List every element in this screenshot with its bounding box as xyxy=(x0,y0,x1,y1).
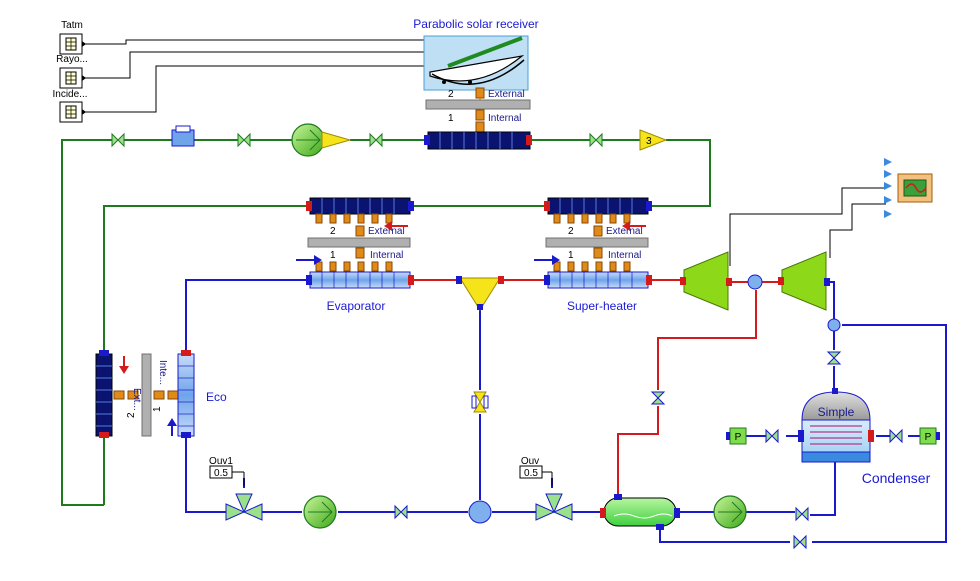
solar-loop-pipes xyxy=(61,139,711,506)
condenser-simple-label: Simple xyxy=(818,405,855,419)
superheater-hot-side[interactable] xyxy=(544,197,652,215)
solar-loss-valve-4[interactable] xyxy=(589,132,603,148)
deaerator-drum[interactable] xyxy=(600,494,680,530)
input-tatm-label: Tatm xyxy=(61,20,83,31)
solar-loss-valve-3[interactable] xyxy=(369,132,383,148)
cooling-source-left[interactable]: P xyxy=(726,427,747,445)
solar-heat-wall: 2 External 1 Internal xyxy=(425,87,531,133)
sh-port-external: External xyxy=(606,226,643,237)
eco-hot-side[interactable] xyxy=(95,350,113,438)
evaporator-cold-side[interactable]: Evaporator xyxy=(306,271,414,313)
feed-pump-2[interactable] xyxy=(713,495,747,529)
evap-port-2: 2 xyxy=(330,226,336,237)
water-pipes xyxy=(185,279,947,543)
eco-port-int: Inte... xyxy=(157,360,168,385)
lp-exhaust-valve[interactable] xyxy=(826,351,842,365)
input-incide[interactable]: Incide... xyxy=(52,89,88,123)
superheater-wall: 2 External 1 Internal xyxy=(534,213,649,272)
ouv1-label: Ouv1 xyxy=(209,456,233,467)
ouv-value: 0.5 xyxy=(524,468,538,479)
control-ouv[interactable]: Ouv 0.5 xyxy=(519,456,553,486)
solar-expansion-tank[interactable] xyxy=(171,125,195,147)
sh-port-1: 1 xyxy=(568,250,574,261)
condensate-valve[interactable] xyxy=(795,506,809,522)
feed-mixer-node[interactable] xyxy=(468,500,492,524)
steam-pipes xyxy=(410,279,782,498)
solar-loss-valve-1[interactable] xyxy=(111,132,125,148)
superheater-label: Super-heater xyxy=(567,299,637,313)
feed-pump-1[interactable] xyxy=(303,495,337,529)
control-ouv1[interactable]: Ouv1 0.5 xyxy=(209,456,245,486)
source-p-left: P xyxy=(735,432,742,443)
input-rayo[interactable]: Rayo... xyxy=(56,54,88,89)
eco-port-1: 1 xyxy=(152,406,163,412)
cooling-valve-left[interactable] xyxy=(765,428,779,444)
sh-port-2: 2 xyxy=(568,226,574,237)
evaporator-hot-side[interactable] xyxy=(306,197,414,215)
sensor-3-label: 3 xyxy=(646,136,652,147)
hp-turbine[interactable] xyxy=(680,251,732,311)
evap-port-internal: Internal xyxy=(370,250,403,261)
separator-drain-valve[interactable] xyxy=(471,391,489,413)
solar-sensor-3[interactable]: 3 xyxy=(639,129,668,151)
parabolic-solar-receiver[interactable]: Parabolic solar receiver xyxy=(413,17,539,91)
condenser-label: Condenser xyxy=(862,470,931,486)
solar-port-internal: Internal xyxy=(488,113,521,124)
eco-port-2: 2 xyxy=(126,412,137,418)
eco-port-ext: Ext... xyxy=(131,388,142,411)
input-tatm[interactable]: Tatm xyxy=(59,20,86,55)
steam-separator[interactable] xyxy=(456,276,504,311)
evaporator-label: Evaporator xyxy=(327,299,386,313)
sh-port-internal: Internal xyxy=(608,250,641,261)
input-rayo-label: Rayo... xyxy=(56,54,88,65)
three-way-valve-2[interactable] xyxy=(535,493,573,521)
solar-port-1: 1 xyxy=(448,113,454,124)
eco-wall: Ext... Inte... 2 1 xyxy=(113,353,179,437)
solar-pump[interactable] xyxy=(291,123,352,157)
parabolic-title: Parabolic solar receiver xyxy=(413,17,538,31)
solar-port-external: External xyxy=(488,89,525,100)
solar-loss-valve-2[interactable] xyxy=(237,132,251,148)
power-output-block[interactable] xyxy=(884,158,933,218)
lp-turbine[interactable] xyxy=(778,251,830,311)
three-way-valve-1[interactable] xyxy=(225,493,263,521)
input-incide-label: Incide... xyxy=(52,89,87,100)
eco-label: Eco xyxy=(206,390,227,404)
condenser[interactable]: Simple Condenser xyxy=(798,388,931,486)
evaporator-wall: 2 External 1 Internal xyxy=(296,213,411,272)
evap-port-1: 1 xyxy=(330,250,336,261)
ouv-label: Ouv xyxy=(521,456,539,467)
feed-valve-1[interactable] xyxy=(394,504,408,520)
bypass-valve[interactable] xyxy=(793,534,807,550)
superheater-cold-side[interactable]: Super-heater xyxy=(544,271,652,313)
source-p-right: P xyxy=(925,432,932,443)
solar-tube[interactable] xyxy=(424,131,532,150)
signal-lines xyxy=(84,39,886,266)
bleed-valve[interactable] xyxy=(650,391,666,405)
eco-cold-side[interactable]: Eco xyxy=(177,350,227,438)
steam-splitter-node[interactable] xyxy=(747,274,763,290)
cooling-valve-right[interactable] xyxy=(889,428,903,444)
cooling-sink-right[interactable]: P xyxy=(919,427,940,445)
evap-port-external: External xyxy=(368,226,405,237)
lp-mixer-node[interactable] xyxy=(827,318,841,332)
ouv1-value: 0.5 xyxy=(214,468,228,479)
solar-port-2: 2 xyxy=(448,89,454,100)
